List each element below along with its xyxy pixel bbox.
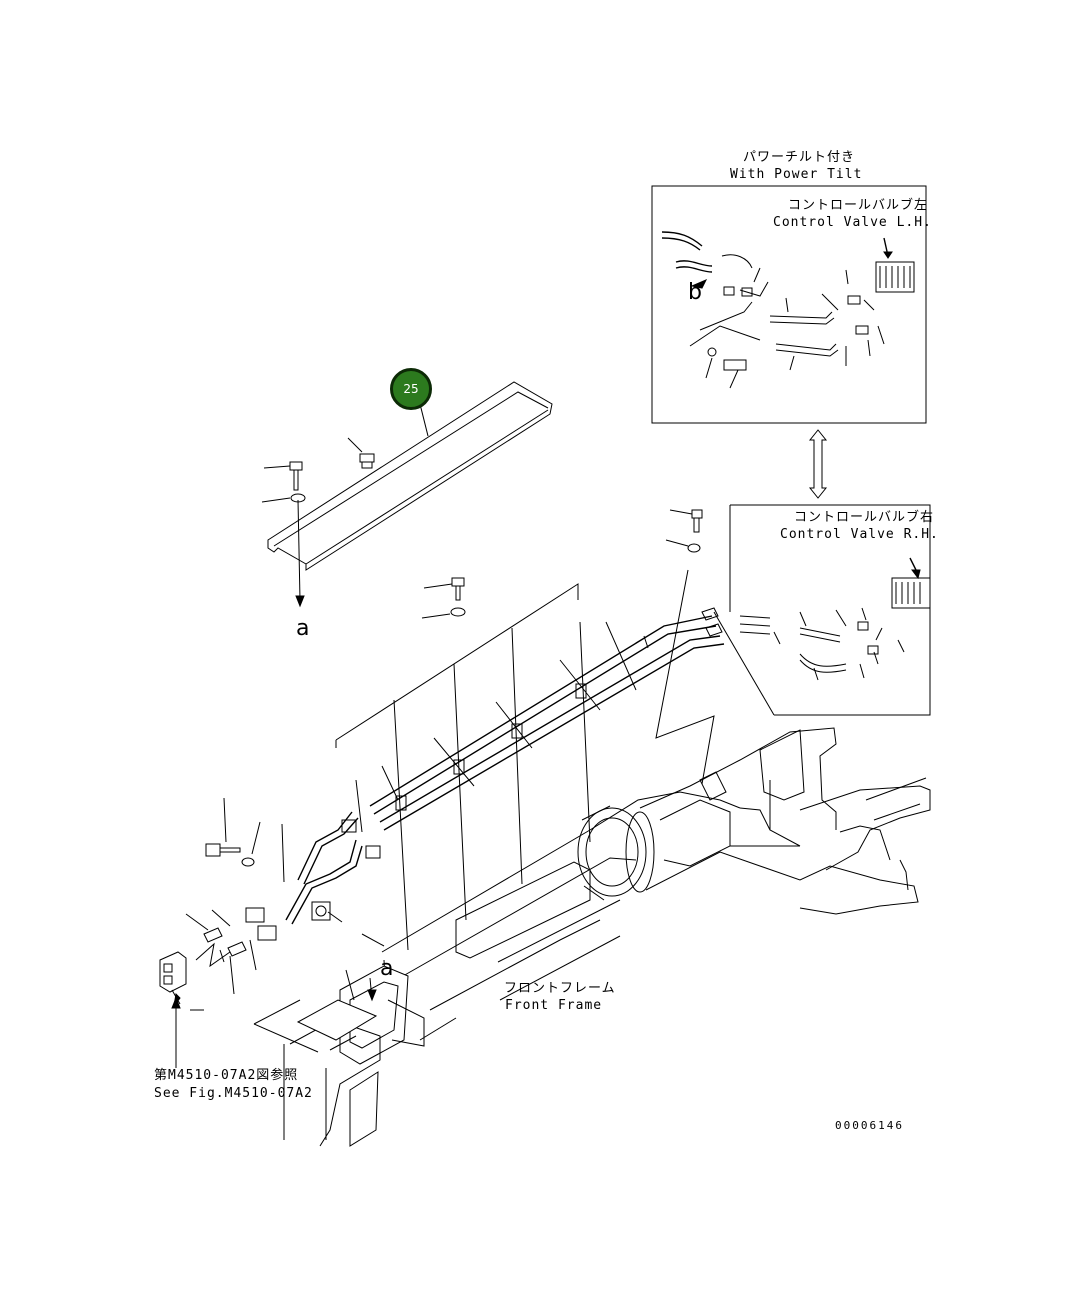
- front-frame-label-en: Front Frame: [505, 998, 603, 1013]
- inset-box-top: [651, 185, 927, 424]
- marker-b: b: [688, 280, 702, 305]
- power-tilt-title-jp: パワーチルト付き: [743, 150, 856, 165]
- reference-label-jp: 第M4510-07A2図参照: [154, 1068, 299, 1083]
- power-tilt-title-en: With Power Tilt: [730, 167, 863, 182]
- front-frame-label-jp: フロントフレーム: [504, 981, 616, 996]
- reference-label-en: See Fig.M4510-07A2: [154, 1086, 313, 1101]
- valve-lh-label-jp: コントロールバルブ左: [788, 198, 929, 213]
- part-callout-25[interactable]: 25: [390, 368, 432, 410]
- drawing-number: 00006146: [835, 1119, 904, 1132]
- valve-lh-label-en: Control Valve L.H.: [773, 215, 932, 230]
- marker-a-lower: a: [380, 956, 394, 981]
- marker-a-upper: a: [296, 616, 310, 641]
- valve-rh-label-en: Control Valve R.H.: [780, 527, 939, 542]
- valve-rh-label-jp: コントロールバルブ右: [794, 510, 935, 525]
- part-callout-number: 25: [403, 382, 419, 396]
